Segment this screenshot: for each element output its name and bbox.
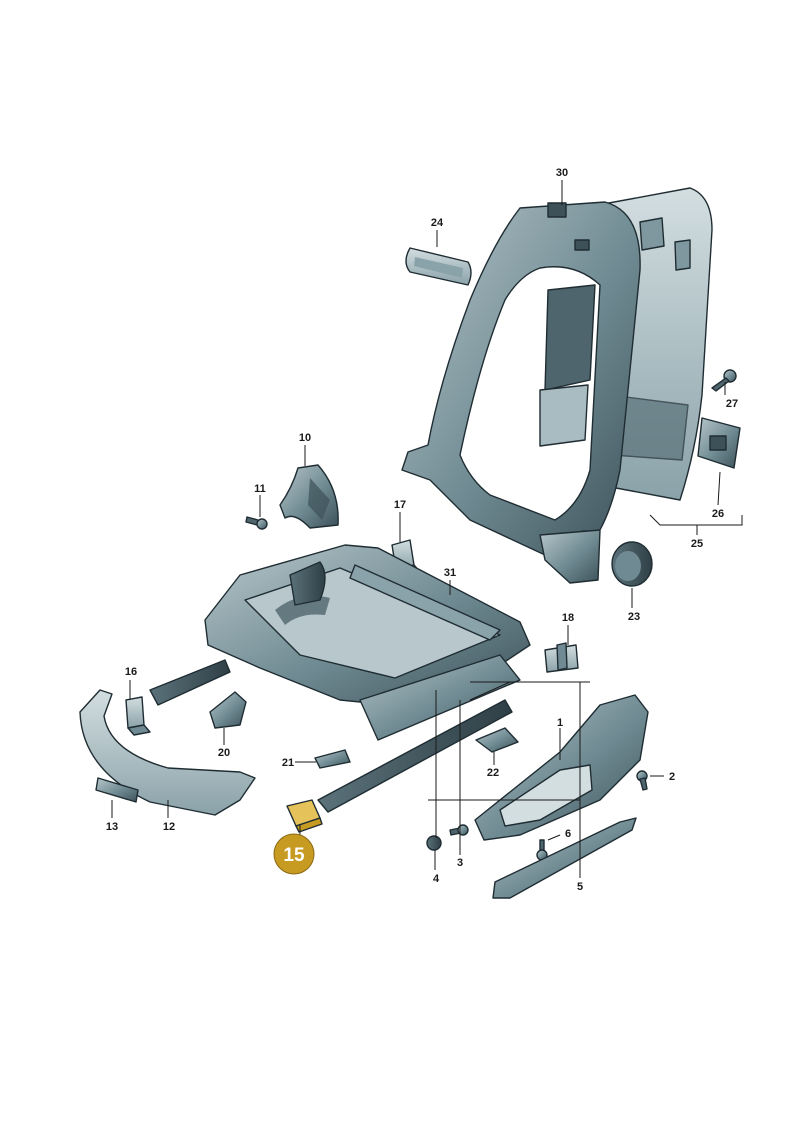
leader-lines bbox=[111, 180, 743, 878]
backrest-frame bbox=[401, 201, 641, 584]
label-27: 27 bbox=[726, 398, 738, 410]
label-6: 6 bbox=[565, 828, 571, 840]
part-5-lower-trim bbox=[492, 817, 637, 899]
label-22: 22 bbox=[487, 767, 499, 779]
part-13-handle bbox=[95, 777, 139, 803]
label-5: 5 bbox=[577, 881, 583, 893]
part-18-clip bbox=[544, 642, 579, 673]
label-23: 23 bbox=[628, 611, 640, 623]
highlight-callout-15: 15 bbox=[273, 833, 315, 875]
part-22-bracket bbox=[475, 727, 519, 753]
label-11: 11 bbox=[254, 483, 266, 495]
part-3-screw bbox=[449, 824, 469, 836]
part-23-knob bbox=[611, 541, 653, 587]
part-12-front-trim bbox=[79, 689, 256, 816]
part-16-clip bbox=[125, 696, 151, 736]
label-13: 13 bbox=[106, 821, 118, 833]
part-1-side-panel bbox=[474, 694, 649, 841]
label-24: 24 bbox=[431, 217, 444, 229]
label-16: 16 bbox=[125, 666, 137, 678]
callout-labels: 30 24 27 26 25 23 10 11 17 31 18 16 20 2… bbox=[106, 167, 738, 893]
seat-frame bbox=[204, 544, 531, 706]
part-2-screw bbox=[636, 770, 648, 791]
part-21-cap bbox=[314, 749, 351, 769]
label-3: 3 bbox=[457, 857, 463, 869]
part-26-bracket bbox=[697, 417, 741, 469]
part-24-handle bbox=[405, 247, 472, 286]
label-26: 26 bbox=[712, 508, 724, 520]
part-20-cap bbox=[209, 691, 247, 729]
part-27-screw bbox=[711, 369, 737, 392]
label-12: 12 bbox=[163, 821, 175, 833]
label-17: 17 bbox=[394, 499, 406, 511]
part-15-clip bbox=[286, 799, 323, 833]
part-11-screw bbox=[245, 516, 268, 530]
label-18: 18 bbox=[562, 612, 574, 624]
label-2: 2 bbox=[669, 771, 675, 783]
label-21: 21 bbox=[282, 757, 294, 769]
label-4: 4 bbox=[433, 873, 440, 885]
label-20: 20 bbox=[218, 747, 230, 759]
label-25: 25 bbox=[691, 538, 703, 550]
label-10: 10 bbox=[299, 432, 311, 444]
label-15: 15 bbox=[283, 845, 305, 866]
label-31: 31 bbox=[444, 567, 456, 579]
seat-rails bbox=[149, 654, 521, 813]
part-10-trim bbox=[279, 464, 339, 529]
part-4-grommet bbox=[426, 835, 442, 851]
label-1: 1 bbox=[557, 717, 563, 729]
label-30: 30 bbox=[556, 167, 568, 179]
